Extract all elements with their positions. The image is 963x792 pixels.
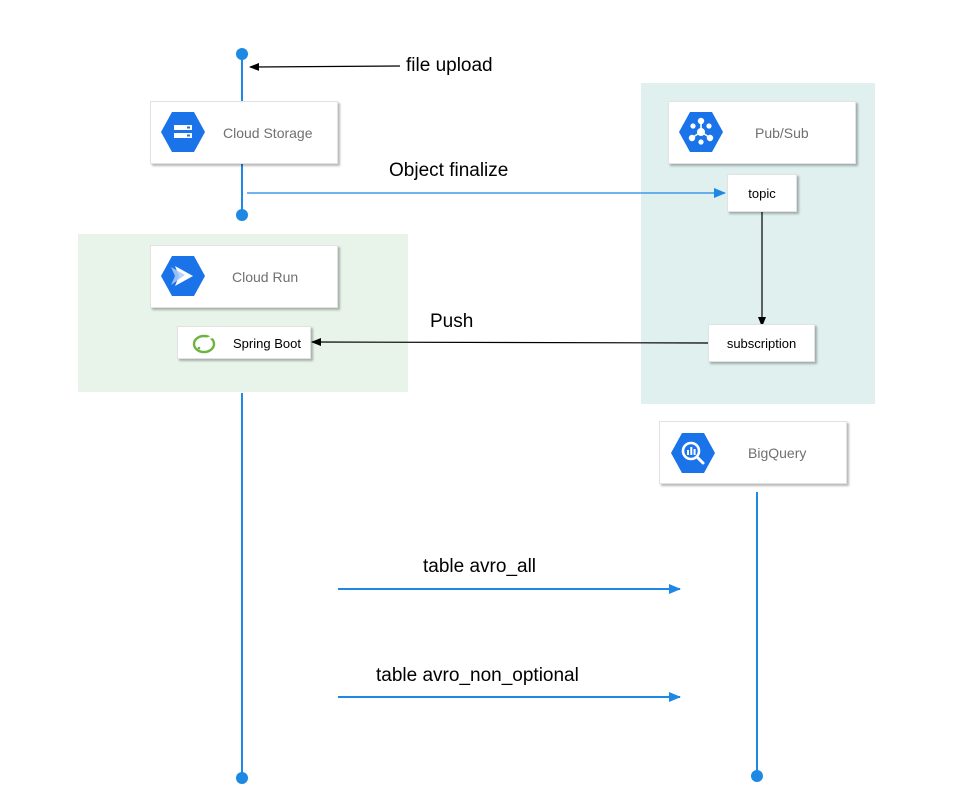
storage-lifeline-start-dot (236, 48, 248, 60)
cloud-run-label: Cloud Run (232, 269, 299, 285)
push-arrow (311, 338, 709, 347)
cloud-run-lifeline-end-dot (236, 772, 248, 784)
topic-box[interactable]: topic (727, 174, 797, 212)
cloud-storage-card[interactable]: Cloud Storage (150, 101, 338, 164)
pubsub-card[interactable]: Pub/Sub (668, 101, 856, 164)
bigquery-card[interactable]: BigQuery (659, 421, 847, 484)
table-avro-all-label: table avro_all (423, 556, 537, 577)
file-upload-arrow (249, 62, 401, 71)
topic-label: topic (748, 185, 776, 201)
subscription-label: subscription (726, 335, 797, 351)
bigquery-lifeline-end-dot (751, 770, 763, 782)
object-finalize-label: Object finalize (389, 160, 509, 181)
file-upload-label: file upload (406, 55, 493, 76)
cloud-run-icon (161, 256, 205, 296)
spring-boot-label: Spring Boot (233, 336, 301, 351)
bigquery-label: BigQuery (748, 445, 807, 461)
cloud-run-card[interactable]: Cloud Run (150, 245, 338, 308)
pubsub-label: Pub/Sub (755, 125, 809, 141)
pubsub-icon (679, 112, 723, 152)
storage-lifeline-end-dot (236, 209, 248, 221)
table-avro-non-optional-label: table avro_non_optional (376, 665, 579, 686)
push-label: Push (430, 311, 474, 332)
spring-boot-box[interactable]: Spring Boot (177, 326, 311, 359)
bigquery-icon (671, 433, 715, 473)
cloud-storage-label: Cloud Storage (223, 125, 313, 141)
spring-leaf-icon (192, 334, 216, 354)
storage-icon (161, 112, 205, 152)
subscription-box[interactable]: subscription (708, 324, 815, 362)
